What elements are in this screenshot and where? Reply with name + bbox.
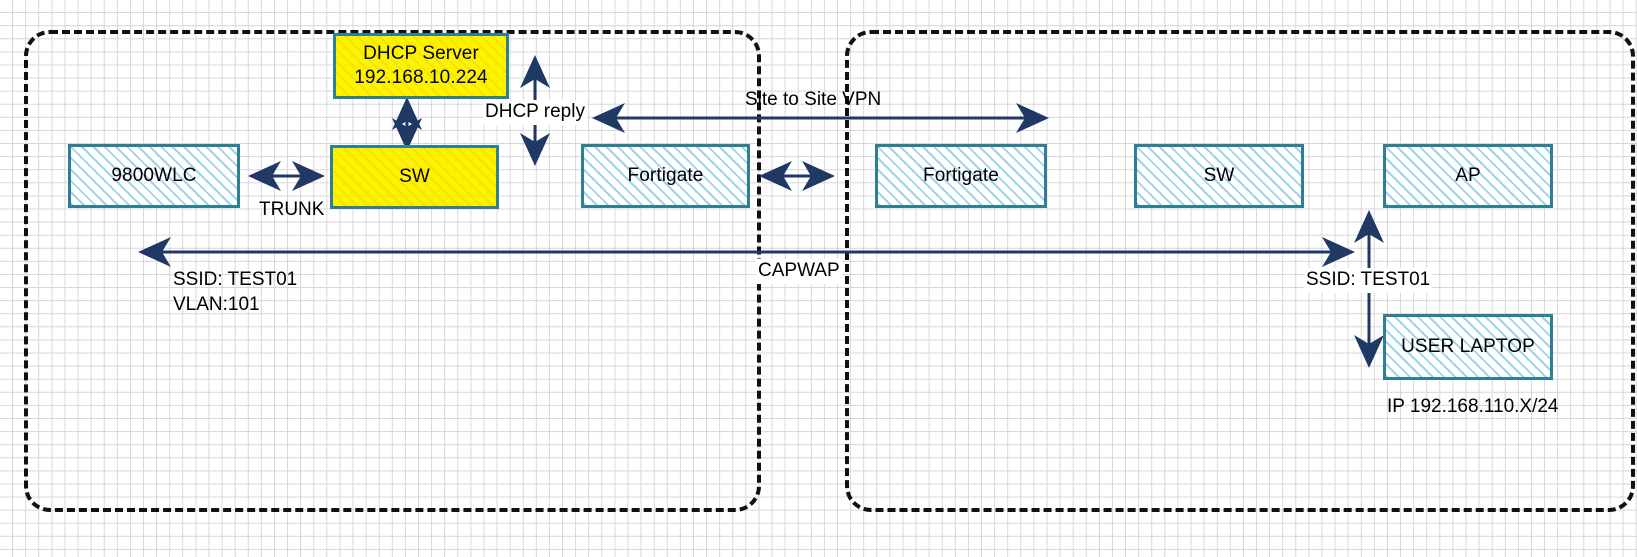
node-sw-right[interactable]: SW xyxy=(1134,144,1304,208)
node-sw-left[interactable]: SW xyxy=(330,145,499,209)
label-dhcp-reply: DHCP reply xyxy=(483,100,587,125)
node-dhcp-server[interactable]: DHCP Server 192.168.10.224 xyxy=(333,33,509,99)
site-container-left xyxy=(24,30,761,512)
label-trunk: TRUNK xyxy=(259,199,325,220)
label-ssid-vlan-left: SSID: TEST01 VLAN:101 xyxy=(173,269,298,315)
node-label-user-laptop: USER LAPTOP xyxy=(1401,336,1535,358)
node-ap[interactable]: AP xyxy=(1383,144,1553,208)
label-site-to-site-vpn: Site to Site VPN xyxy=(745,89,882,110)
node-label-9800wlc: 9800WLC xyxy=(111,165,197,187)
node-label-sw-left: SW xyxy=(399,166,430,188)
node-fortigate-right[interactable]: Fortigate xyxy=(875,144,1047,208)
node-label-fortigate-right: Fortigate xyxy=(923,165,999,187)
label-ssid-right: SSID: TEST01 xyxy=(1304,268,1433,293)
node-label-fortigate-left: Fortigate xyxy=(627,165,704,187)
node-user-laptop[interactable]: USER LAPTOP xyxy=(1383,314,1553,380)
node-9800wlc[interactable]: 9800WLC xyxy=(68,144,240,208)
node-label-ap: AP xyxy=(1455,165,1481,187)
label-capwap: CAPWAP xyxy=(756,259,842,284)
node-fortigate-left[interactable]: Fortigate xyxy=(581,144,750,208)
site-container-right xyxy=(845,30,1635,512)
label-laptop-ip: IP 192.168.110.X/24 xyxy=(1387,396,1559,417)
node-label-dhcp-server: DHCP Server 192.168.10.224 xyxy=(354,43,488,88)
node-label-sw-right: SW xyxy=(1203,165,1235,187)
